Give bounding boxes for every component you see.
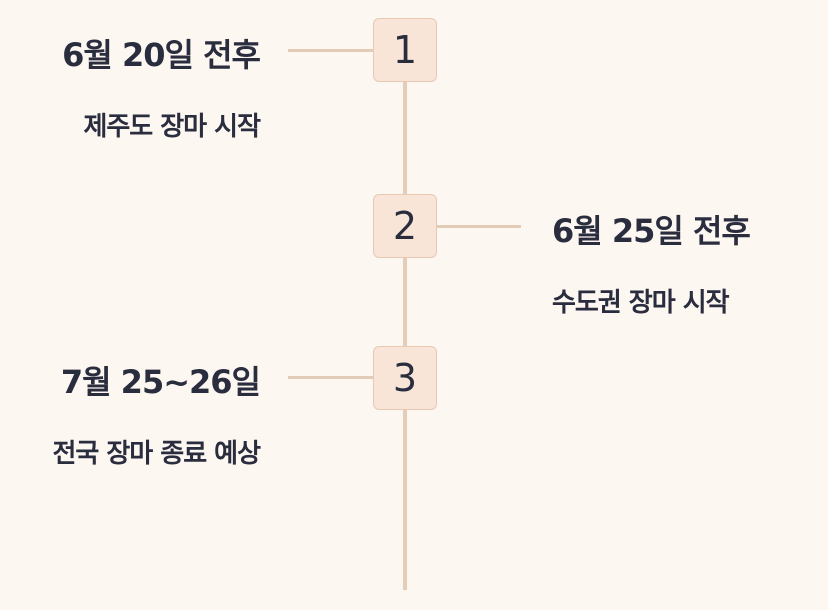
event-date-1: 6월 20일 전후 <box>62 36 261 74</box>
timeline-event-2: 6월 25일 전후 수도권 장마 시작 <box>552 206 792 319</box>
step-badge-2: 2 <box>373 194 437 258</box>
connector-line-2 <box>437 225 521 228</box>
timeline-event-3: 7월 25~26일 전국 장마 종료 예상 <box>20 357 261 470</box>
connector-line-3 <box>288 376 374 379</box>
event-date-3: 7월 25~26일 <box>60 363 261 401</box>
step-badge-3: 3 <box>373 346 437 410</box>
event-description-2: 수도권 장마 시작 <box>552 288 730 318</box>
connector-line-1 <box>288 49 374 52</box>
step-number-2: 2 <box>392 204 418 248</box>
step-badge-1: 1 <box>373 18 437 82</box>
event-description-3: 전국 장마 종료 예상 <box>52 439 261 469</box>
timeline-event-1: 6월 20일 전후 제주도 장마 시작 <box>20 30 261 143</box>
timeline-vertical-line <box>403 40 407 590</box>
event-description-1: 제주도 장마 시작 <box>83 112 261 142</box>
event-date-2: 6월 25일 전후 <box>552 212 751 250</box>
step-number-3: 3 <box>392 356 418 400</box>
step-number-1: 1 <box>392 28 418 72</box>
